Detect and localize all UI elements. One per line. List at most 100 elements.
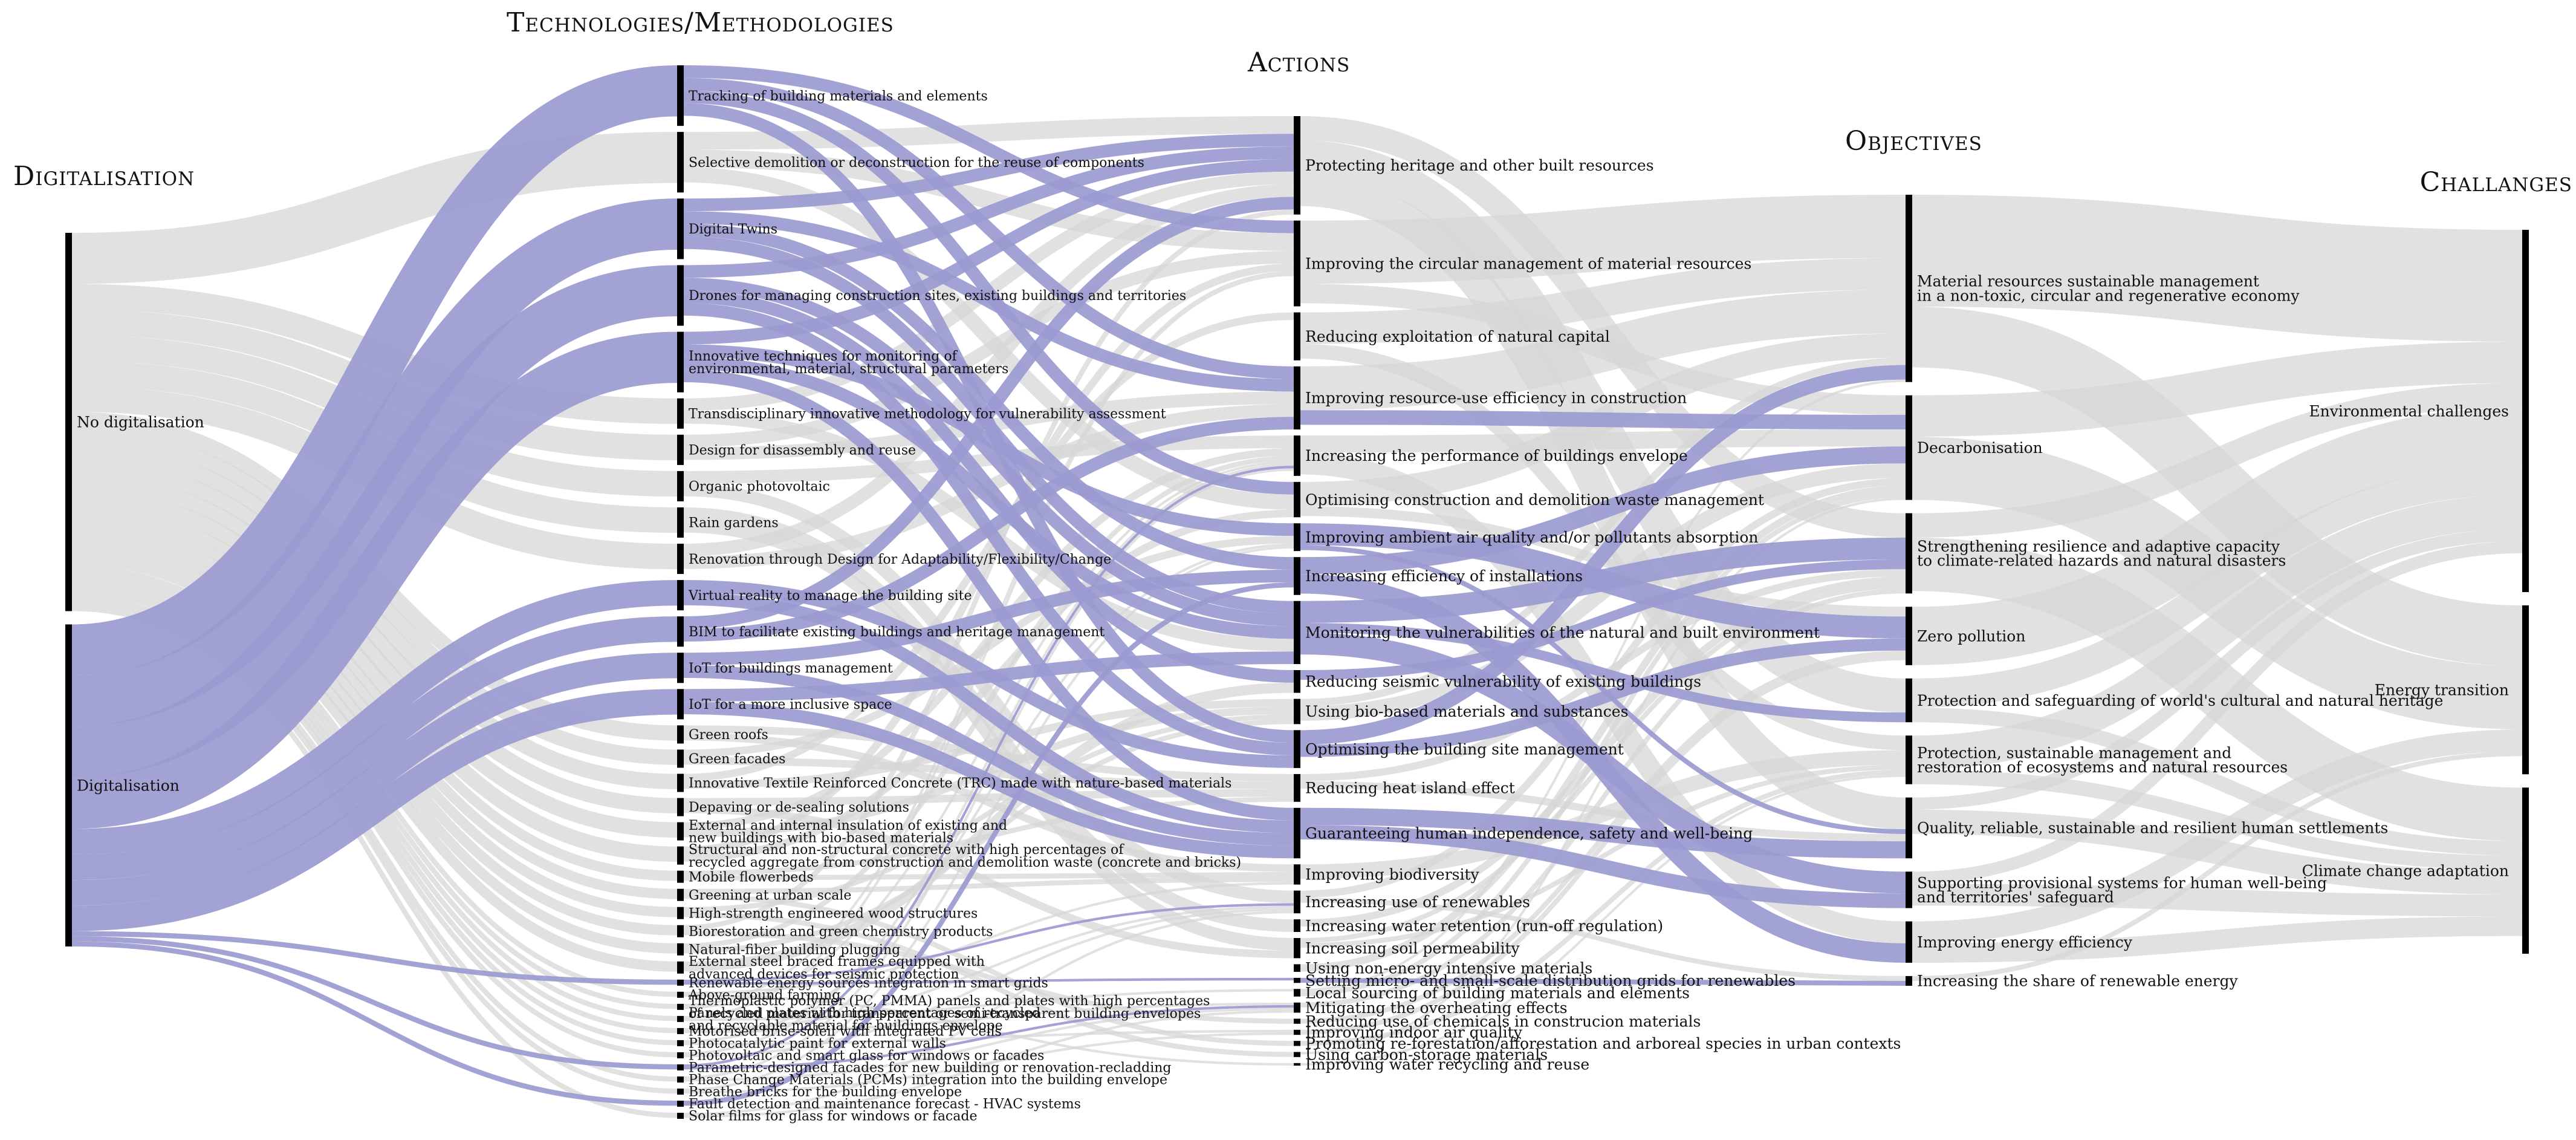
sankey-link-T33-A21 [683, 1005, 1294, 1070]
sankey-node-A7 [1294, 557, 1300, 595]
sankey-link-T16-A2 [683, 312, 1294, 781]
sankey-link-A1-O0 [1300, 195, 1906, 284]
sankey-link-O7-C2 [1912, 884, 2523, 917]
sankey-link-T23-A0 [683, 209, 1294, 931]
sankey-link-T28-A4 [683, 460, 1294, 1009]
sankey-node-A17 [1294, 938, 1300, 959]
sankey-node-T1 [677, 132, 684, 193]
sankey-node-A19 [1294, 977, 1300, 983]
sankey-label-T6: Design for disassembly and reuse [689, 443, 916, 458]
sankey-node-A24 [1294, 1041, 1300, 1046]
sankey-label-A11: Optimising the building site management [1305, 740, 1624, 758]
sankey-link-T27-A14 [683, 882, 1294, 995]
sankey-link-T11-A0 [683, 197, 1294, 630]
sankey-label-T20: Mobile flowerbeds [689, 870, 814, 885]
sankey-link-T7-A15 [683, 483, 1294, 904]
sankey-node-T19 [677, 846, 684, 865]
sankey-label-A7: Increasing efficiency of installations [1305, 567, 1583, 585]
sankey-label-A16: Increasing water retention (run-off regu… [1305, 917, 1663, 934]
sankey-node-T26 [677, 979, 684, 986]
sankey-label-T28: Thermoplastic polymer (PC, PMMA) panels … [689, 994, 1210, 1021]
sankey-label-T36: Fault detection and maintenance forecast… [689, 1097, 1081, 1112]
sankey-link-T1-A1 [683, 149, 1294, 251]
sankey-label-A18: Using non-energy intensive materials [1305, 959, 1592, 977]
sankey-label-A0: Protecting heritage and other built reso… [1305, 157, 1654, 174]
sankey-link-T4-A6 [683, 344, 1294, 536]
sankey-label-T19: Structural and non-structural concrete w… [689, 842, 1241, 870]
sankey-link-D0-T1 [71, 132, 678, 284]
sankey-link-O6-C0 [1912, 529, 2523, 810]
sankey-link-O9-C1 [1912, 751, 2523, 981]
sankey-link-T19-A1 [683, 263, 1294, 855]
sankey-label-T21: Greening at urban scale [689, 888, 851, 903]
sankey-link-T37-A21 [683, 1010, 1294, 1118]
sankey-link-O4-C0 [1912, 466, 2523, 708]
sankey-label-A21: Mitigating the overheating effects [1305, 999, 1568, 1017]
sankey-label-A22: Reducing use of chemicals in construcion… [1305, 1012, 1701, 1030]
sankey-link-O0-C0 [1912, 195, 2523, 342]
sankey-node-O2 [1906, 513, 1912, 594]
sankey-node-T13 [677, 689, 684, 720]
sankey-label-A13: Guaranteeing human independence, safety … [1305, 824, 1753, 842]
sankey-link-O1-C0 [1912, 342, 2523, 437]
sankey-link-O0-C1 [1912, 307, 2523, 666]
sankey-links [71, 65, 2523, 1118]
sankey-label-C1: Energy transition [2375, 681, 2509, 699]
sankey-label-O9: Increasing the share of renewable energy [1917, 972, 2239, 990]
sankey-label-A9: Reducing seismic vulnerability of existi… [1305, 673, 1701, 691]
sankey-link-T6-A1 [683, 250, 1294, 448]
sankey-label-A10: Using bio-based materials and substances [1305, 703, 1628, 720]
sankey-link-T36-A7 [683, 582, 1294, 1106]
sankey-link-O8-C2 [1912, 916, 2523, 963]
sankey-link-T34-A21 [683, 1008, 1294, 1082]
sankey-link-A24-O5 [1300, 769, 1906, 1046]
sankey-node-T25 [677, 961, 684, 974]
sankey-label-A17: Increasing soil permeability [1305, 939, 1520, 957]
sankey-link-T3-A8 [683, 278, 1294, 627]
sankey-link-A4-O1 [1300, 429, 1906, 453]
sankey-link-T3-A9 [683, 290, 1294, 683]
column-title-chal: Challanges [2420, 167, 2572, 198]
sankey-label-T30: Motorised brise-soleil with integrated P… [689, 1024, 1002, 1040]
sankey-node-T21 [677, 888, 684, 901]
sankey-link-T2-A3 [683, 211, 1294, 392]
column-title-act: Actions [1247, 47, 1350, 78]
sankey-label-A26: Improving water recycling and reuse [1305, 1056, 1589, 1073]
sankey-node-A16 [1294, 919, 1300, 933]
sankey-label-T11: BIM to facilitate existing buildings and… [689, 625, 1105, 640]
sankey-link-T22-A25 [683, 912, 1294, 1057]
sankey-label-O4: Protection and safeguarding of world's c… [1917, 692, 2443, 709]
sankey-node-A11 [1294, 730, 1300, 768]
sankey-link-A7-O1 [1300, 446, 1906, 575]
sankey-link-T24-A4 [683, 455, 1294, 949]
sankey-node-A26 [1294, 1063, 1300, 1066]
sankey-link-A23-O3 [1300, 655, 1906, 1035]
sankey-link-T19-A5 [683, 509, 1294, 862]
sankey-label-A14: Improving biodiversity [1305, 866, 1480, 884]
sankey-link-D1-T13 [71, 689, 678, 931]
sankey-label-T10: Virtual reality to manage the building s… [688, 588, 972, 604]
sankey-link-T30-A15 [683, 905, 1294, 1031]
sankey-link-T4-A0 [683, 158, 1294, 345]
sankey-node-T15 [677, 749, 684, 768]
sankey-label-O1: Decarbonisation [1917, 439, 2043, 457]
sankey-link-D1-T10 [71, 580, 678, 855]
sankey-node-A4 [1294, 435, 1300, 476]
sankey-label-T9: Renovation through Design for Adaptabili… [689, 552, 1111, 567]
sankey-link-T32-A15 [683, 908, 1294, 1058]
sankey-node-T30 [677, 1028, 684, 1034]
sankey-node-T11 [677, 616, 684, 647]
sankey-node-A20 [1294, 989, 1300, 997]
sankey-link-D1-T36 [71, 941, 678, 1106]
sankey-link-D1-T11 [71, 616, 678, 881]
sankey-label-D1: Digitalisation [77, 777, 180, 794]
sankey-node-T17 [677, 798, 684, 816]
sankey-node-C0 [2522, 230, 2529, 593]
sankey-link-T12-A7 [683, 570, 1294, 666]
sankey-label-T25: External steel braced frames equipped wi… [689, 954, 985, 982]
sankey-node-A0 [1294, 116, 1300, 215]
sankey-link-A13-O7 [1300, 824, 1906, 908]
sankey-label-A20: Local sourcing of building materials and… [1305, 984, 1690, 1002]
sankey-link-T10-A13 [683, 592, 1294, 833]
sankey-node-T6 [677, 434, 684, 465]
